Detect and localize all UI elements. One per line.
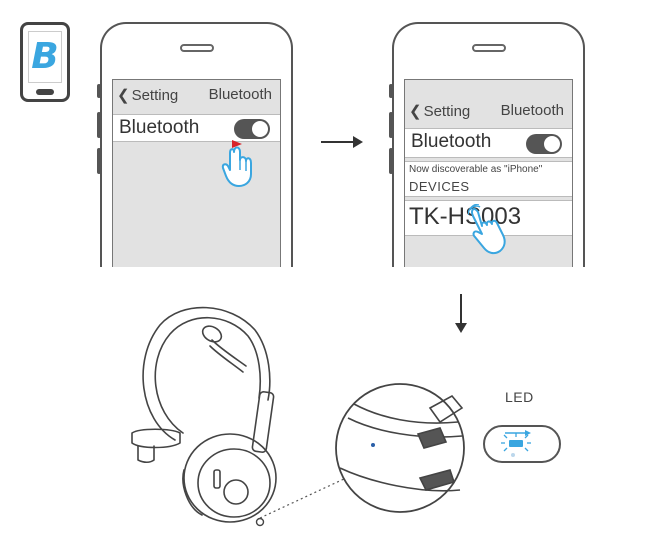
finger-tap-icon	[221, 140, 252, 187]
side-button	[97, 148, 101, 174]
side-button	[97, 84, 101, 98]
nav-bar: ❮Setting Bluetooth	[409, 102, 568, 120]
nav-back-label[interactable]: Setting	[423, 103, 471, 120]
app-icon-screen: B	[28, 31, 62, 83]
phone1-screen: ❮Setting Bluetooth Bluetooth	[112, 79, 281, 267]
bluetooth-row: Bluetooth	[113, 114, 280, 142]
bluetooth-glyph: B	[31, 36, 59, 77]
discoverable-row: Now discoverable as "iPhone" DEVICES	[405, 161, 572, 197]
toggle-knob	[251, 120, 269, 138]
led-pill	[483, 425, 561, 463]
nav-back-label[interactable]: Setting	[131, 87, 179, 104]
zoom-detail	[259, 383, 465, 519]
bluetooth-app-icon[interactable]: B	[20, 22, 70, 102]
arrow-right-icon	[321, 136, 363, 148]
device-row[interactable]: TK-HS003	[405, 200, 572, 236]
nav-title: Bluetooth	[208, 86, 272, 103]
side-button	[389, 148, 393, 174]
chevron-left-icon[interactable]: ❮	[117, 87, 130, 104]
toggle-knob	[543, 135, 561, 153]
led-blink-icon	[501, 430, 531, 457]
led-label: LED	[505, 389, 534, 405]
bluetooth-toggle[interactable]	[234, 119, 270, 139]
phone-settings-toggle: ❮Setting Bluetooth Bluetooth	[97, 22, 293, 267]
side-button	[389, 112, 393, 138]
headset-illustration	[131, 306, 277, 527]
home-button-icon	[36, 89, 54, 95]
arrow-down-icon	[455, 294, 467, 333]
bluetooth-row: Bluetooth	[405, 128, 572, 158]
toggle-direction-arrow-icon	[232, 140, 242, 148]
devices-header: DEVICES	[409, 179, 470, 194]
bluetooth-toggle[interactable]	[526, 134, 562, 154]
nav-bar: ❮Setting Bluetooth	[117, 86, 276, 104]
side-button	[97, 112, 101, 138]
device-name[interactable]: TK-HS003	[409, 203, 522, 230]
led-indicator-dot	[371, 443, 375, 447]
nav-title: Bluetooth	[500, 102, 564, 119]
chevron-left-icon[interactable]: ❮	[409, 103, 422, 120]
speaker-icon	[179, 44, 214, 52]
side-button	[389, 84, 393, 98]
finger-tap-icon	[468, 204, 506, 255]
discoverable-text: Now discoverable as "iPhone"	[409, 164, 543, 175]
bluetooth-label: Bluetooth	[411, 131, 492, 152]
bluetooth-label: Bluetooth	[119, 117, 200, 138]
speaker-icon	[471, 44, 506, 52]
